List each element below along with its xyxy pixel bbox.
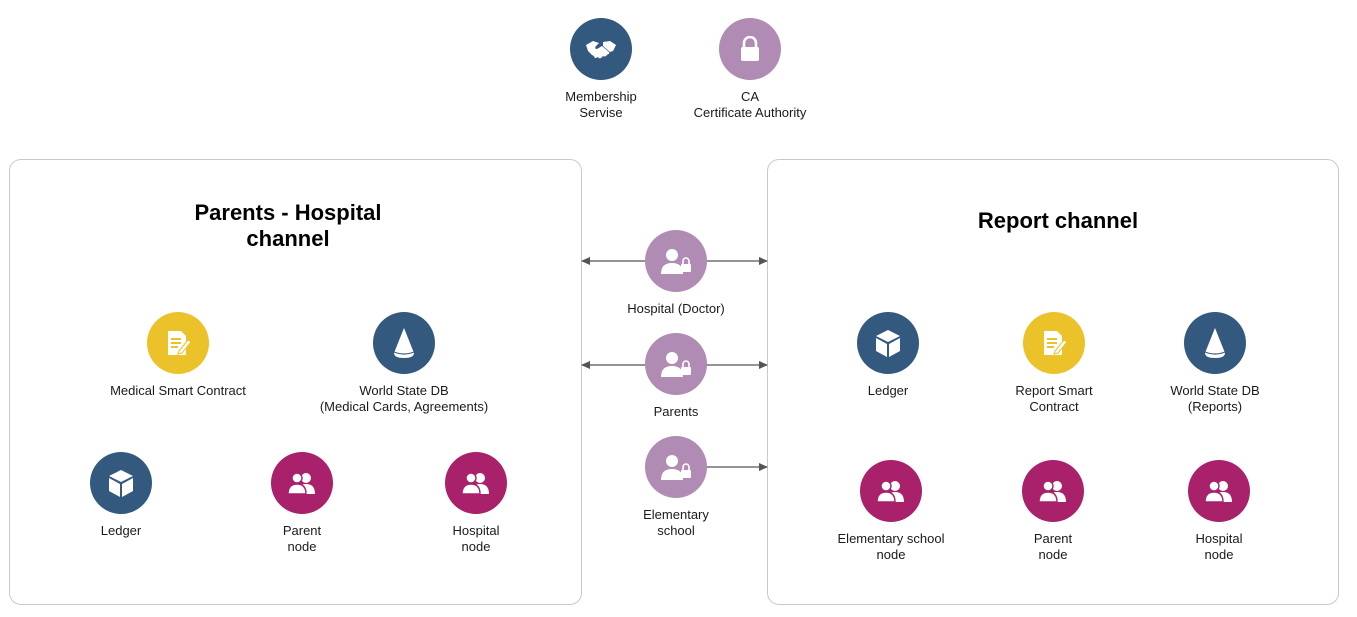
left-channel-title: Parents - Hospital channel (194, 200, 382, 251)
left-parent-node: Parent node (202, 452, 402, 555)
users-icon (1188, 460, 1250, 522)
cube-icon (90, 452, 152, 514)
left-parent-node-label: Parent node (282, 523, 322, 554)
hospital-doctor-actor: Hospital (Doctor) (576, 230, 776, 317)
right-channel-panel (767, 159, 1339, 605)
right-parent-node-label: Parent node (1033, 531, 1073, 562)
contract-icon (147, 312, 209, 374)
hospital-doctor-label: Hospital (Doctor) (627, 301, 725, 316)
left-world-state-label: World State DB (Medical Cards, Agreement… (319, 383, 489, 414)
left-world-state-node: World State DB (Medical Cards, Agreement… (304, 312, 504, 415)
user-lock-icon (645, 436, 707, 498)
parents-actor: Parents (576, 333, 776, 420)
right-world-state-node: World State DB (Reports) (1115, 312, 1315, 415)
users-icon (271, 452, 333, 514)
right-parent-node: Parent node (953, 460, 1153, 563)
database-cone-icon (1184, 312, 1246, 374)
report-smart-contract-node: Report Smart Contract (954, 312, 1154, 415)
database-cone-icon (373, 312, 435, 374)
right-hospital-node: Hospital node (1119, 460, 1319, 563)
right-ledger-node: Ledger (788, 312, 988, 399)
right-ledger-label: Ledger (867, 383, 909, 398)
membership-service-node: Membership Servise (501, 18, 701, 121)
elementary-school-actor: Elementary school (576, 436, 776, 539)
left-channel-panel (9, 159, 582, 605)
right-hospital-node-label: Hospital node (1195, 531, 1243, 562)
medical-smart-contract-label: Medical Smart Contract (110, 383, 246, 398)
right-channel-title: Report channel (977, 208, 1139, 233)
users-icon (860, 460, 922, 522)
right-school-node-label: Elementary school node (837, 531, 945, 562)
handshake-icon (570, 18, 632, 80)
left-ledger-label: Ledger (100, 523, 142, 538)
medical-smart-contract-node: Medical Smart Contract (78, 312, 278, 399)
users-icon (445, 452, 507, 514)
user-lock-icon (645, 230, 707, 292)
right-world-state-label: World State DB (Reports) (1170, 383, 1260, 414)
right-school-node: Elementary school node (791, 460, 991, 563)
parents-label: Parents (653, 404, 699, 419)
report-smart-contract-label: Report Smart Contract (1015, 383, 1093, 414)
left-hospital-node-label: Hospital node (452, 523, 500, 554)
cube-icon (857, 312, 919, 374)
users-icon (1022, 460, 1084, 522)
left-ledger-node: Ledger (21, 452, 221, 539)
left-hospital-node: Hospital node (376, 452, 576, 555)
elementary-school-label: Elementary school (643, 507, 709, 538)
ca-label: CA Certificate Authority (693, 89, 807, 120)
user-lock-icon (645, 333, 707, 395)
ca-node: CA Certificate Authority (650, 18, 850, 121)
contract-icon (1023, 312, 1085, 374)
lock-icon (719, 18, 781, 80)
membership-label: Membership Servise (565, 89, 637, 120)
